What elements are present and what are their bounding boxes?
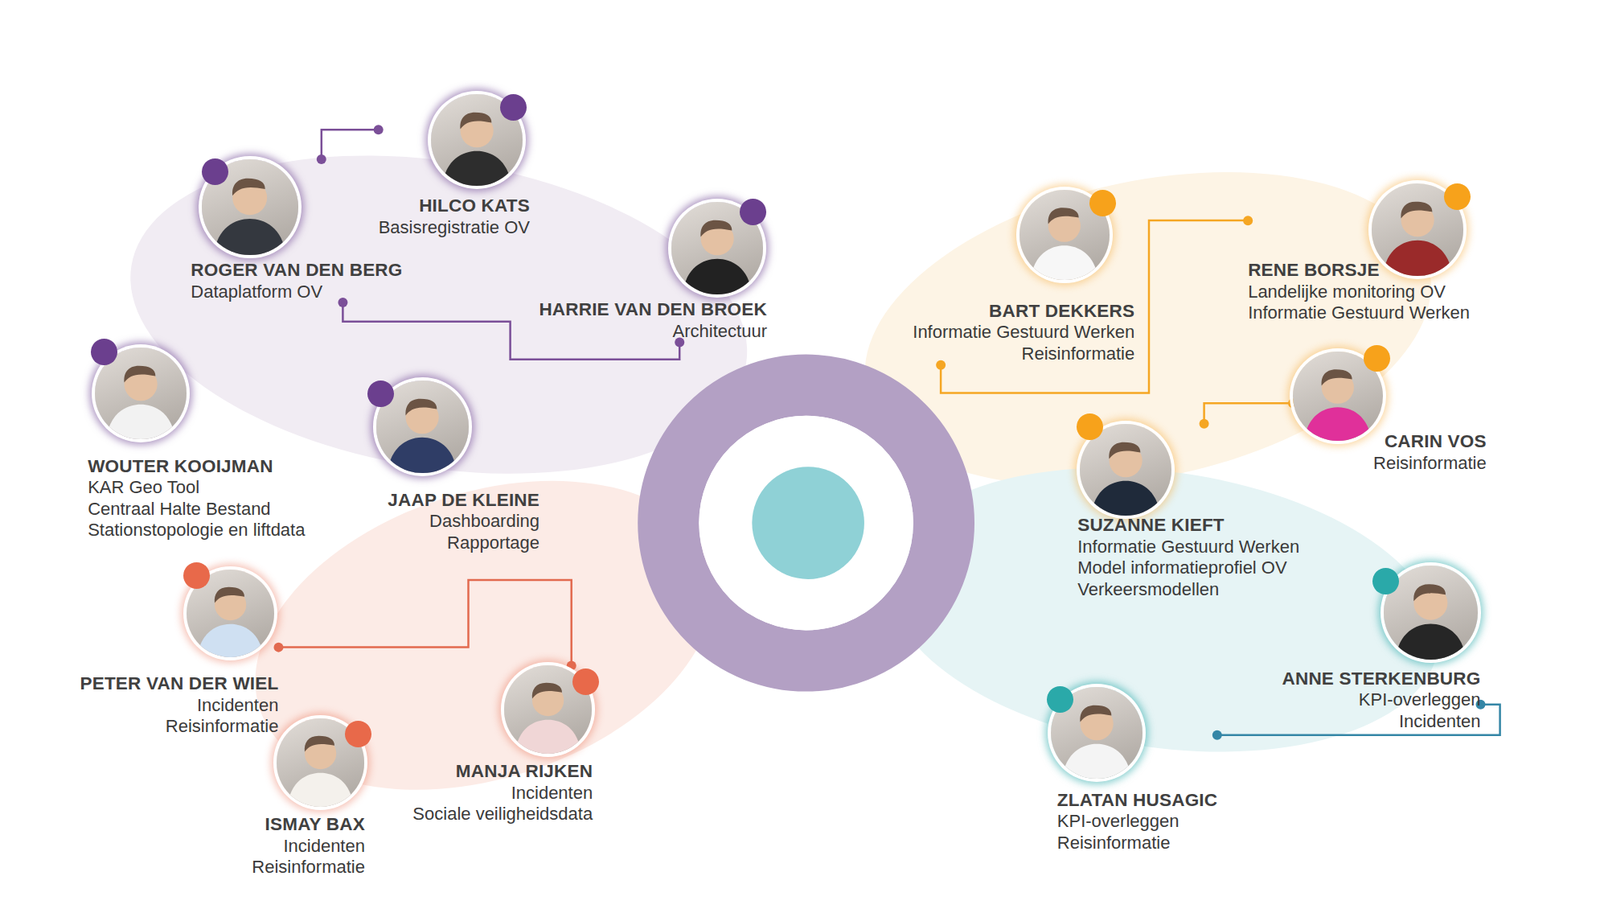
color-dot: [1076, 413, 1104, 440]
connector-dot: [273, 642, 284, 653]
color-dot: [1372, 567, 1399, 595]
person-role: Informatie Gestuurd Werken: [912, 321, 1135, 344]
person-name: PETER VAN DER WIEL: [79, 672, 279, 695]
person-card: ROGER VAN DEN BERGDataplatform OV: [190, 159, 403, 303]
connector-line: [321, 129, 379, 160]
text-group: ROGER VAN DEN BERGDataplatform OV: [190, 259, 403, 303]
person-name: HILCO KATS: [378, 195, 530, 218]
color-dot: [1363, 344, 1391, 372]
person-role: Reisinformatie: [912, 343, 1135, 366]
person-name: RENE BORSJE: [1247, 259, 1470, 282]
person-role: Verkeersmodellen: [1077, 578, 1300, 601]
person-role: Incidenten: [1282, 710, 1482, 733]
color-dot: [500, 94, 527, 121]
connector-dot: [1243, 215, 1253, 226]
person-role: Landelijke monitoring OV: [1247, 281, 1470, 304]
person-card: RENE BORSJELandelijke monitoring OVInfor…: [1247, 183, 1470, 325]
person-role: Stationstopologie en liftdata: [87, 519, 305, 542]
person-card: ANNE STERKENBURGKPI-overleggenIncidenten: [1282, 565, 1482, 733]
text-group: ANNE STERKENBURGKPI-overleggenIncidenten: [1282, 668, 1482, 733]
text-group: SUZANNE KIEFTInformatie Gestuurd WerkenM…: [1077, 514, 1300, 600]
person-name: JAAP DE KLEINE: [387, 489, 540, 512]
text-group: PETER VAN DER WIELIncidentenReisinformat…: [79, 672, 279, 738]
color-dot: [739, 198, 767, 226]
connector-dot: [935, 360, 946, 370]
person-role: KPI-overleggen: [1057, 810, 1218, 833]
connector-dot: [1212, 730, 1223, 740]
person-role: Dataplatform OV: [190, 281, 403, 304]
person-name: CARIN VOS: [1373, 430, 1487, 453]
person-role: Sociale veiligheidsdata: [412, 803, 593, 825]
connector-line: [278, 579, 572, 666]
person-name: BART DEKKERS: [912, 300, 1135, 323]
text-group: HILCO KATSBasisregistratie OV: [378, 195, 530, 238]
person-name: HARRIE VAN DEN BROEK: [538, 299, 768, 321]
person-card: BART DEKKERSInformatie Gestuurd WerkenRe…: [912, 189, 1135, 366]
color-dot: [1046, 685, 1074, 713]
connector-dot: [1199, 418, 1210, 429]
color-dot: [1444, 183, 1471, 210]
person-card: WOUTER KOOIJMANKAR Geo ToolCentraal Halt…: [87, 347, 305, 542]
person-role: Informatie Gestuurd Werken: [1247, 302, 1470, 325]
person-name: WOUTER KOOIJMAN: [87, 455, 305, 478]
center-ring: [668, 385, 944, 661]
person-role: Reisinformatie: [251, 856, 366, 878]
color-dot: [1089, 189, 1116, 217]
connector-dot: [566, 660, 577, 670]
person-role: Basisregistratie OV: [378, 217, 530, 239]
person-name: SUZANNE KIEFT: [1077, 514, 1300, 537]
person-role: Incidenten: [412, 782, 593, 805]
person-role: Model informatieprofiel OV: [1077, 557, 1300, 579]
person-card: HILCO KATSBasisregistratie OV: [378, 94, 530, 238]
person-role: Incidenten: [251, 835, 366, 858]
person-card: CARIN VOSReisinformatie: [1292, 351, 1487, 475]
person-card: JAAP DE KLEINEDashboardingRapportage: [376, 380, 540, 554]
connector-dot: [373, 124, 384, 135]
text-group: ISMAY BAXIncidentenReisinformatie: [251, 813, 366, 878]
person-role: Architectuur: [538, 320, 768, 343]
person-role: Centraal Halte Bestand: [87, 498, 305, 521]
person-name: MANJA RIJKEN: [412, 760, 593, 783]
person-card: ZLATAN HUSAGICKPI-overleggenReisinformat…: [1050, 686, 1218, 854]
person-card: ISMAY BAXIncidentenReisinformatie: [251, 717, 366, 878]
connector-dot: [316, 154, 327, 165]
person-name: ROGER VAN DEN BERG: [190, 259, 403, 282]
person-role: KAR Geo Tool: [87, 476, 305, 499]
color-dot: [344, 720, 372, 747]
connector-dot: [337, 297, 348, 308]
person-role: Informatie Gestuurd Werken: [1077, 536, 1300, 558]
text-group: MANJA RIJKENIncidentenSociale veiligheid…: [412, 760, 593, 825]
person-role: Reisinformatie: [1373, 452, 1487, 475]
text-group: HARRIE VAN DEN BROEKArchitectuur: [538, 299, 768, 342]
text-group: JAAP DE KLEINEDashboardingRapportage: [387, 489, 540, 554]
person-role: Rapportage: [387, 532, 540, 554]
text-group: ZLATAN HUSAGICKPI-overleggenReisinformat…: [1057, 789, 1218, 854]
text-group: BART DEKKERSInformatie Gestuurd WerkenRe…: [912, 300, 1135, 366]
person-card: PETER VAN DER WIELIncidentenReisinformat…: [79, 569, 279, 738]
person-role: KPI-overleggen: [1282, 689, 1482, 711]
person-card: HARRIE VAN DEN BROEKArchitectuur: [538, 201, 768, 342]
color-dot: [201, 158, 229, 185]
person-name: ZLATAN HUSAGIC: [1057, 789, 1218, 812]
center-core: [751, 466, 865, 579]
person-role: Reisinformatie: [79, 715, 279, 738]
person-role: Reisinformatie: [1057, 832, 1218, 854]
person-role: Incidenten: [79, 694, 279, 717]
connector-line: [1204, 402, 1293, 423]
color-dot: [367, 380, 394, 407]
text-group: WOUTER KOOIJMANKAR Geo ToolCentraal Halt…: [87, 455, 305, 542]
person-card: SUZANNE KIEFTInformatie Gestuurd WerkenM…: [1077, 423, 1300, 601]
text-group: CARIN VOSReisinformatie: [1373, 430, 1487, 474]
person-name: ISMAY BAX: [251, 813, 366, 836]
person-name: ANNE STERKENBURG: [1282, 668, 1482, 690]
color-dot: [572, 668, 599, 695]
person-role: Dashboarding: [387, 510, 540, 533]
center-hole: [698, 415, 914, 631]
person-card: MANJA RIJKENIncidentenSociale veiligheid…: [412, 664, 593, 825]
text-group: RENE BORSJELandelijke monitoring OVInfor…: [1247, 259, 1470, 325]
